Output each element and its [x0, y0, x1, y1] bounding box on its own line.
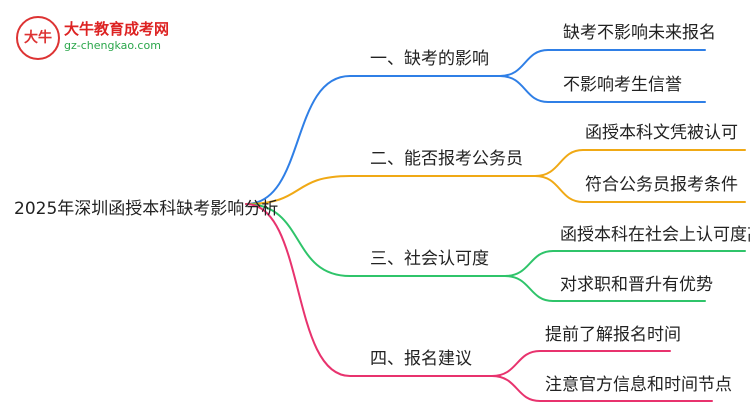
leaf-label-2-2: 符合公务员报考条件 [585, 175, 738, 195]
branch-connector-1 [245, 75, 501, 205]
leaf-label-4-2: 注意官方信息和时间节点 [545, 375, 732, 395]
branch-label-3: 三、社会认可度 [370, 249, 489, 269]
logo-url: gz-chengkao.com [64, 39, 161, 52]
branch-connector-2 [245, 175, 536, 205]
leaf-connector-2-1 [534, 149, 746, 177]
leaf-connector-1-2 [499, 75, 706, 103]
leaf-label-2-1: 函授本科文凭被认可 [585, 123, 738, 143]
root-topic: 2025年深圳函授本科缺考影响分析 [14, 199, 279, 219]
leaf-connector-2-2 [534, 175, 746, 203]
branch-label-1: 一、缺考的影响 [370, 49, 489, 69]
leaf-label-4-1: 提前了解报名时间 [545, 325, 681, 345]
leaf-label-1-1: 缺考不影响未来报名 [563, 23, 716, 43]
leaf-connector-3-1 [504, 250, 746, 277]
leaf-label-1-2: 不影响考生信誉 [563, 75, 682, 95]
site-logo: 大牛 大牛教育成考网 gz-chengkao.com [10, 14, 170, 60]
branch-connector-3 [245, 203, 506, 277]
leaf-label-3-1: 函授本科在社会上认可度高 [560, 225, 750, 245]
leaf-connector-3-2 [504, 275, 706, 302]
logo-mark-icon: 大牛 [16, 16, 60, 60]
branch-label-2: 二、能否报考公务员 [370, 149, 523, 169]
branch-label-4: 四、报名建议 [370, 349, 472, 369]
branch-connector-4 [245, 203, 493, 377]
leaf-label-3-2: 对求职和晋升有优势 [560, 275, 713, 295]
logo-name: 大牛教育成考网 [64, 20, 170, 38]
leaf-connector-4-1 [491, 350, 671, 377]
leaf-connector-4-2 [491, 375, 713, 402]
leaf-connector-1-1 [499, 49, 706, 77]
